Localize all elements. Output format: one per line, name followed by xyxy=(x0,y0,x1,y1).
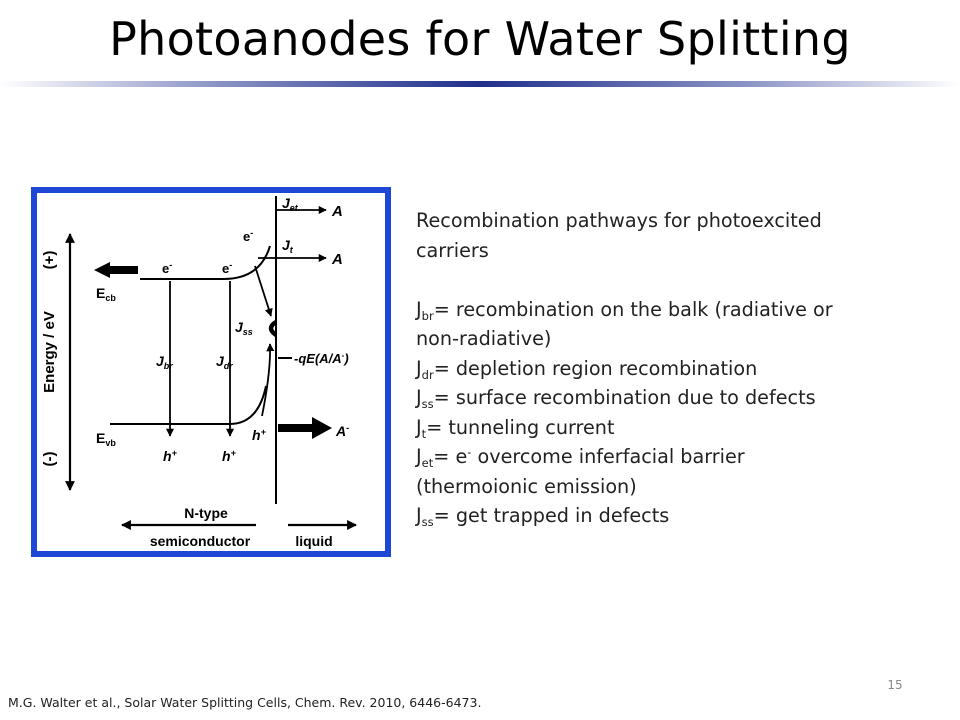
n-type-label: N-type xyxy=(184,505,228,521)
semiconductor-label: semiconductor xyxy=(150,533,251,549)
hole-surface: h+ xyxy=(252,427,267,443)
redox-level-label: -qE(A/A-) xyxy=(294,351,349,366)
citation: M.G. Walter et al., Solar Water Splittin… xyxy=(8,695,482,710)
j-ss-arrow xyxy=(254,265,273,317)
ecb-label: Ecb xyxy=(96,285,116,303)
slide-title: Photoanodes for Water Splitting xyxy=(109,12,851,66)
electron-depletion: e- xyxy=(222,260,232,276)
energy-axis-bottom: (-) xyxy=(41,452,58,467)
note-j-dr: Jdr= depletion region recombination xyxy=(416,356,758,382)
conduction-band-arrow xyxy=(94,262,138,278)
band-diagram: (+) Energy / eV (-) Ecb Evb e- e- e- Jbr… xyxy=(31,187,391,557)
recombination-notes: Recombination pathways for photoexcited … xyxy=(416,206,946,531)
evb-label: Evb xyxy=(96,430,116,448)
j-t-label: Jt xyxy=(282,237,294,255)
hole-transfer-arrow xyxy=(278,417,332,439)
note-j-et-continued: (thermoionic emission) xyxy=(416,474,637,498)
hole-bulk: h+ xyxy=(163,448,178,464)
energy-axis-top: (+) xyxy=(41,251,58,270)
page-number: 15 xyxy=(887,678,903,692)
note-j-br: Jbr= recombination on the balk (radiativ… xyxy=(416,297,833,323)
figure-frame xyxy=(31,187,391,557)
acceptor-middle: A xyxy=(331,251,343,268)
note-j-et: Jet= e- overcome inferfacial barrier xyxy=(416,445,745,470)
j-ss-label: Jss xyxy=(235,319,253,337)
note-j-ss-surface: Jss= surface recombination due to defect… xyxy=(416,386,816,411)
j-br-label: Jbr xyxy=(156,353,173,371)
surface-trap xyxy=(268,320,278,337)
j-et-label: Jet xyxy=(282,195,299,213)
notes-intro-line-1: Recombination pathways for photoexcited xyxy=(416,209,822,232)
hole-recombination-arrow xyxy=(261,343,275,417)
note-j-ss-trapped: Jss= get trapped in defects xyxy=(416,504,670,529)
electron-bulk: e- xyxy=(162,260,172,276)
liquid-label: liquid xyxy=(295,533,332,549)
energy-axis-label: Energy / eV xyxy=(41,311,58,393)
acceptor-reduced: A- xyxy=(335,423,349,439)
j-dr-label: Jdr xyxy=(216,353,233,371)
title-underline xyxy=(0,81,960,87)
notes-intro-line-2: carriers xyxy=(416,238,489,262)
electron-surface: e- xyxy=(243,228,253,244)
note-j-br-continued: non-radiative) xyxy=(416,327,552,350)
conduction-band xyxy=(140,245,271,280)
note-j-t: Jt= tunneling current xyxy=(416,415,615,441)
acceptor-top: A xyxy=(331,203,343,220)
hole-depletion: h+ xyxy=(222,448,237,464)
